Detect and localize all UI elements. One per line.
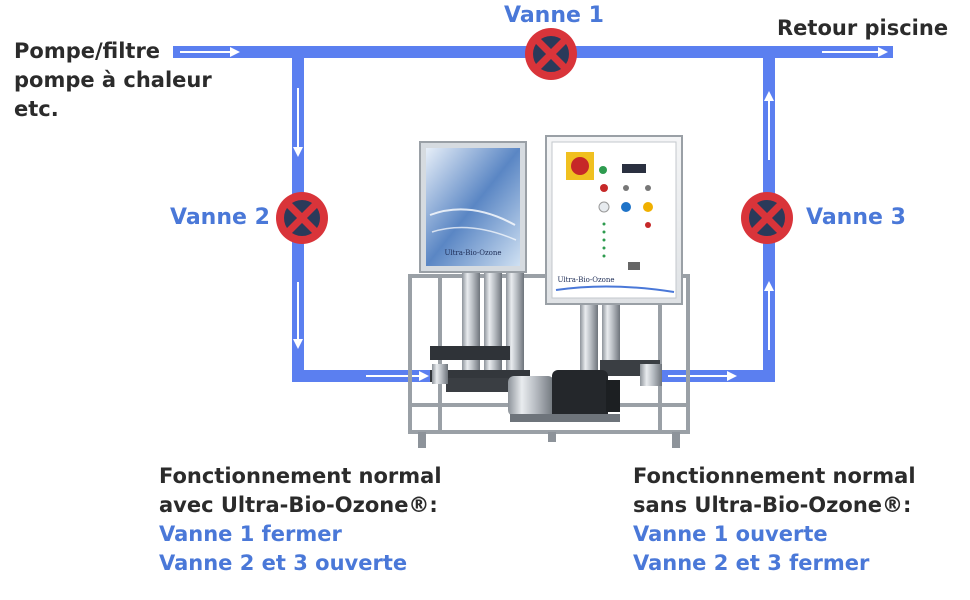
indicator-light <box>623 185 629 191</box>
valve-3-icon <box>741 192 793 244</box>
foot <box>418 432 426 448</box>
indicator-light <box>599 166 607 174</box>
inlet-label-line: pompe à chaleur <box>14 68 212 92</box>
ozone-machine-image: Ultra-Bio-Ozone Ul <box>408 135 690 448</box>
arrow-bottom-right <box>668 371 737 381</box>
uv-reactors <box>462 270 620 375</box>
inlet-label-line: Pompe/filtre <box>14 39 161 63</box>
indicator-light <box>621 202 631 212</box>
indicator-light <box>600 184 608 192</box>
valve-1-label: Vanne 1 <box>504 3 604 28</box>
inlet-label: Pompe/filtre pompe à chaleur etc. <box>14 37 212 124</box>
arrow-left-down-1 <box>293 88 303 157</box>
with-system-line: Vanne 1 fermer <box>159 522 342 546</box>
valve-3-label: Vanne 3 <box>806 205 906 230</box>
foot <box>672 432 680 448</box>
inlet-label-line: etc. <box>14 97 59 121</box>
arrow-inlet <box>180 47 240 57</box>
foot <box>548 432 556 442</box>
valve-2-label: Vanne 2 <box>170 205 270 230</box>
indicator-light <box>643 202 653 212</box>
left-cabinet-brand: Ultra-Bio-Ozone <box>444 249 501 257</box>
without-system-line: Vanne 1 ouverte <box>633 522 828 546</box>
left-cabinet: Ultra-Bio-Ozone <box>419 141 527 273</box>
valve-1-icon <box>525 28 577 80</box>
circulation-pump <box>508 370 620 422</box>
indicator-light <box>645 222 651 228</box>
with-system-heading: avec Ultra-Bio-Ozone®: <box>159 493 438 517</box>
outlet-label: Retour piscine <box>777 16 949 40</box>
arrow-right-up-2 <box>764 91 774 160</box>
arrow-right-up-1 <box>764 281 774 350</box>
valve-2-icon <box>276 192 328 244</box>
indicator-light <box>598 201 610 213</box>
control-cabinet-brand: Ultra-Bio-Ozone <box>557 276 614 284</box>
with-system-info: Fonctionnement normal avec Ultra-Bio-Ozo… <box>159 462 442 578</box>
arrow-outlet <box>822 47 888 57</box>
flow-arrows <box>180 47 888 381</box>
with-system-line: Vanne 2 et 3 ouverte <box>159 551 408 575</box>
without-system-heading: sans Ultra-Bio-Ozone®: <box>633 493 912 517</box>
with-system-heading: Fonctionnement normal <box>159 464 442 488</box>
without-system-info: Fonctionnement normal sans Ultra-Bio-Ozo… <box>633 462 916 578</box>
machine-piping <box>430 346 662 392</box>
control-cabinet: Ultra-Bio-Ozone <box>545 135 683 305</box>
indicator-light <box>645 185 651 191</box>
without-system-heading: Fonctionnement normal <box>633 464 916 488</box>
arrow-left-down-2 <box>293 282 303 349</box>
without-system-line: Vanne 2 et 3 fermer <box>633 551 870 575</box>
